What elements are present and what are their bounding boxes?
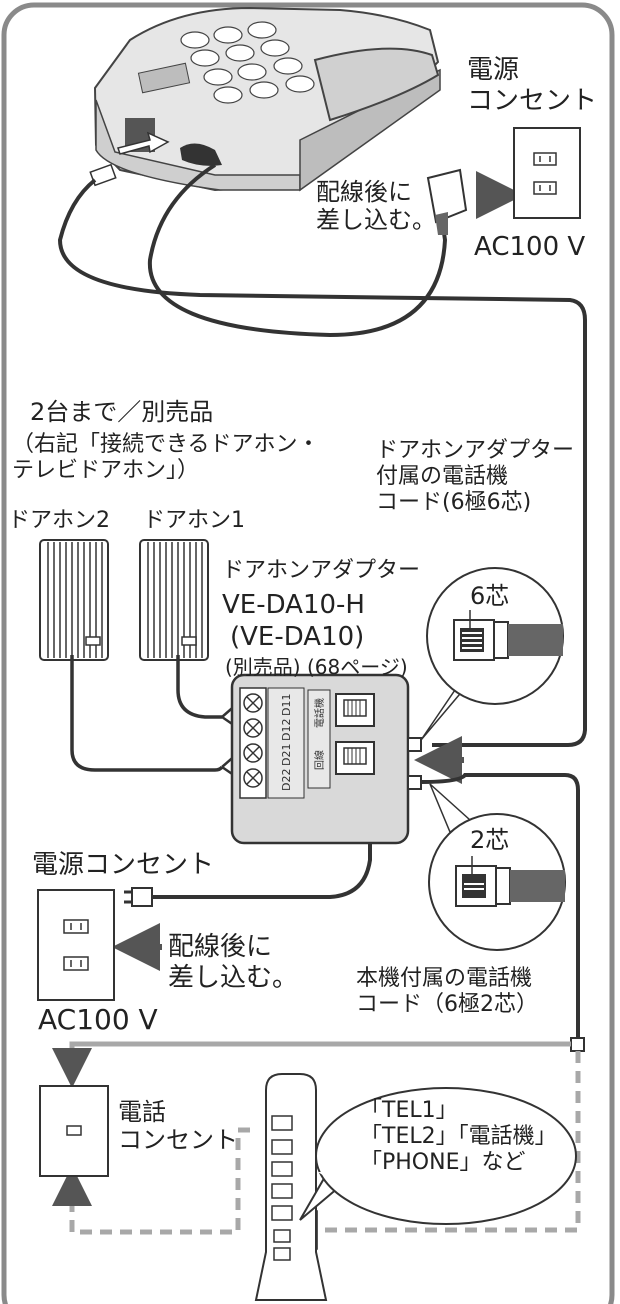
unit-cord-label: 本機付属の電話機 コード（6極2芯）	[356, 966, 538, 1017]
rj-jack-line-icon	[335, 741, 375, 775]
phone-base-unit-icon	[93, 6, 441, 192]
doorphone-2-wire	[70, 655, 224, 772]
power-outlet-top-icon	[513, 127, 581, 219]
two-core-callout	[428, 783, 566, 951]
adapter-name-label: ドアホンアダプター	[222, 558, 421, 583]
router-ports-label: 「TEL1」 「TEL2」「電話機」 「PHONE」など	[360, 1098, 557, 1175]
doorphone-adapter-icon: D11 D12 D21 D22 電話機 回線	[230, 673, 410, 845]
doorphone-2-icon	[39, 539, 109, 661]
terminal-label-d12: D12	[280, 719, 293, 741]
adapter-cord-label: ドアホンアダプター 付属の電話機 コード(6極6芯)	[376, 438, 575, 515]
terminal-label-d22: D22	[280, 769, 293, 791]
doorphone-1-icon	[139, 539, 209, 661]
dashed-cord-left	[69, 1127, 250, 1235]
dashed-cord-right	[300, 1051, 581, 1233]
ac100v-top-label: AC100 V	[474, 232, 586, 262]
adapter-model-alt-label: (VE-DA10)	[230, 622, 365, 652]
adapter-model-label: VE-DA10-H	[222, 590, 365, 620]
plug-after-wiring-mid-label: 配線後に 差し込む。	[168, 932, 299, 993]
rj-jack-phone-icon	[335, 693, 375, 727]
plug-after-wiring-top-label: 配線後に 差し込む。	[316, 178, 436, 235]
doorphone-1-wire	[176, 655, 222, 719]
phone-outlet-label: 電話 コンセント	[118, 1098, 238, 1155]
modular-plug-icon	[89, 163, 117, 187]
unit-line-cord	[420, 773, 580, 1038]
ac-adapter-cord	[147, 163, 448, 338]
adapter-port-upper	[407, 737, 422, 752]
power-plug-icon	[124, 887, 153, 907]
connector-label-line: 回線	[313, 750, 326, 770]
two-core-label: 2芯	[470, 826, 510, 854]
doorphone-2-label: ドアホン2	[8, 508, 110, 533]
ac100v-bottom-label: AC100 V	[38, 1003, 158, 1036]
phone-outlet-icon	[39, 1085, 109, 1177]
doorphone-1-label: ドアホン1	[143, 508, 245, 533]
phone-line-cord	[57, 178, 587, 747]
connector-label-phone: 電話機	[313, 698, 326, 728]
insert-arrow-icon	[117, 131, 170, 155]
six-core-label: 6芯	[470, 582, 510, 610]
power-outlet-mid-icon	[37, 889, 115, 1001]
junction-square	[570, 1037, 585, 1052]
outlet-gray-cord	[52, 1041, 571, 1088]
power-outlet-mid-label: 電源コンセント	[32, 850, 215, 880]
ac-adapter-icon	[426, 168, 468, 235]
adapter-power-cord	[150, 843, 372, 899]
see-right-label: （右記「接続できるドアホン・ テレビドアホン」）	[12, 432, 320, 483]
adapter-note-label: (別売品) (68ページ)	[225, 655, 408, 679]
router-icon	[254, 1073, 328, 1301]
six-core-callout	[420, 567, 564, 741]
up-to-two-label: 2台まで／別売品	[30, 398, 214, 426]
power-outlet-top-label: 電源 コンセント	[467, 55, 598, 116]
router-port-callout	[299, 1087, 577, 1225]
terminal-label-d11: D11	[280, 694, 293, 716]
adapter-port-lower	[407, 775, 422, 790]
terminal-label-d21: D21	[280, 744, 293, 766]
